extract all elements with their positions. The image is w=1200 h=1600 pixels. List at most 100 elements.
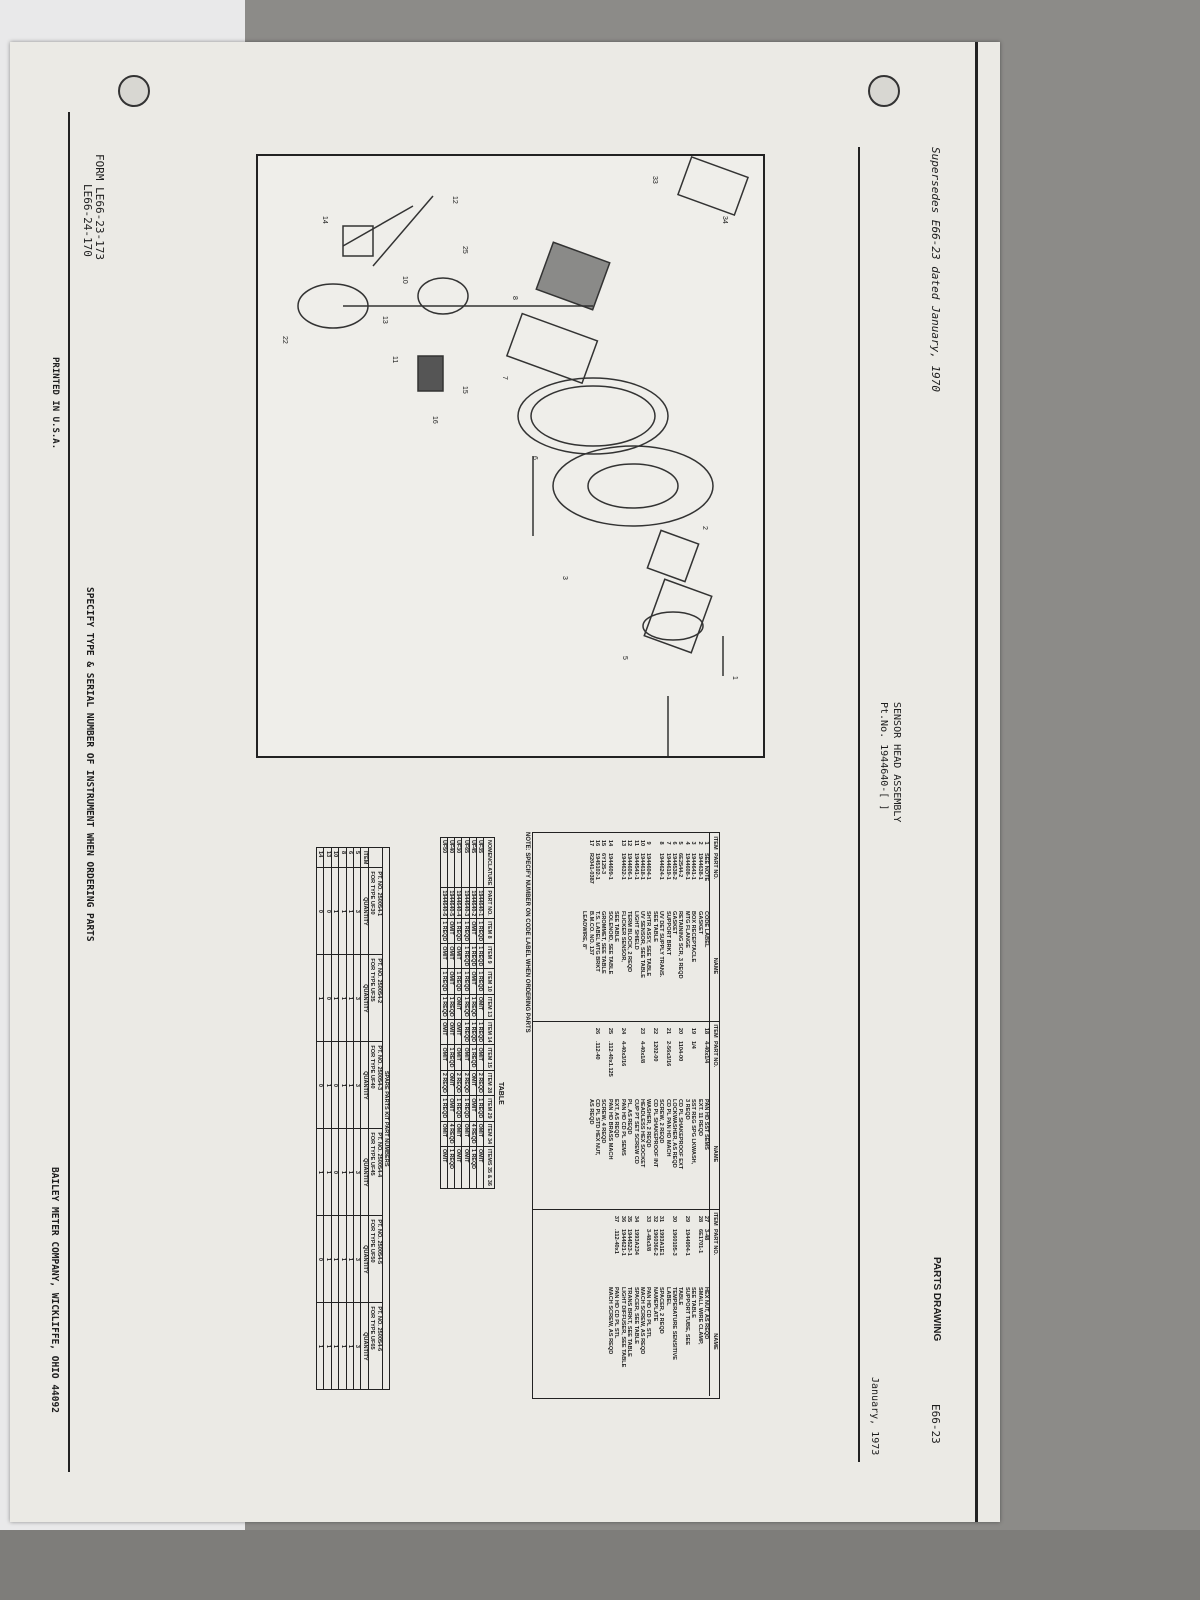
quantity-header: QUANTITY	[360, 867, 369, 955]
gasket	[646, 529, 700, 583]
kit-type: FOR TYPE UF35	[369, 958, 376, 1002]
item-number: 2	[696, 841, 703, 845]
part-number: 1945102-1	[594, 853, 601, 880]
printed-in: PRINTED IN U.S.A.	[50, 357, 60, 450]
option-cell: OMIT	[461, 1146, 470, 1189]
option-cell: OMIT	[454, 1146, 462, 1189]
item-number: 8	[658, 841, 665, 845]
item-number: 26	[594, 1027, 601, 1035]
kit-quantity: 1	[346, 954, 354, 1042]
option-cell: UF45	[469, 837, 477, 888]
quantity-header: QUANTITY	[360, 1215, 369, 1303]
kit-part-number: PT. NO. 250054-5	[375, 1219, 382, 1265]
quantity-header: QUANTITY	[360, 1302, 369, 1390]
kit-part-number: PT. NO. 250054-3	[375, 1045, 382, 1091]
col-item: ITEM	[712, 1212, 718, 1226]
option-cell: 1 REQD	[447, 1044, 455, 1071]
kit-quantity: 3	[353, 954, 361, 1042]
kit-quantity: 1	[346, 1215, 354, 1303]
part-name: PAN HD BRASS MACH SCREW, 4 REQD	[600, 1099, 613, 1160]
item-number: 17	[587, 839, 594, 847]
part-number: 6E1701-1	[696, 1229, 703, 1254]
part-number: SEE NOTE	[703, 853, 709, 882]
part-name: SPACER, 2 REQD	[658, 1287, 665, 1334]
option-cell: 1 REQD	[447, 994, 455, 1020]
part-name: BOX RECEPTACLE	[690, 911, 697, 963]
kit-type: FOR TYPE UF30	[369, 871, 376, 915]
svg-text:13: 13	[381, 316, 388, 324]
item-number: 30	[670, 1215, 677, 1223]
item-header: ITEM	[360, 847, 369, 868]
kit-quantity: 0	[331, 1128, 339, 1216]
part-name: CD PL SHAKEPROOF EXT LOCKWASHER, AS REQD	[670, 1099, 684, 1170]
svg-text:1: 1	[731, 676, 738, 680]
part-number: 1960105-3	[670, 1229, 677, 1256]
option-cell: OMIT	[447, 1019, 455, 1045]
doc-type: PARTS DRAWING	[931, 1257, 942, 1342]
part-number: 3-48	[703, 1229, 709, 1241]
part-number: 1202-00	[651, 1041, 658, 1062]
option-cell: OMIT	[447, 943, 455, 969]
kit-quantity: 1	[331, 867, 339, 955]
option-cell: 1 REQD	[476, 943, 484, 969]
part-number: 1944638-1	[696, 853, 703, 880]
part-number: 1944619-1	[664, 853, 671, 880]
item-number: 1	[703, 841, 709, 845]
option-cell: 1 REQD	[461, 1019, 470, 1045]
option-cell: OMIT	[469, 1070, 477, 1096]
part-name: SST REG SPG LKWASH, 3 REQD	[683, 1099, 697, 1165]
option-cell: 1 REQD	[461, 968, 470, 995]
spare-item: 6	[346, 847, 354, 868]
part-number: 1944604-1	[645, 853, 652, 880]
option-table-title: TABLE	[497, 1082, 504, 1105]
option-cell: OMIT	[454, 1121, 462, 1147]
part-number: R2041-0387	[587, 853, 594, 884]
option-cell: UF30	[454, 837, 462, 888]
option-cell: OMIT	[461, 1121, 470, 1147]
floor-background	[0, 1530, 1200, 1600]
item-number: 20	[677, 1027, 684, 1035]
option-cell: 2 REQD	[440, 1070, 448, 1096]
col-part: PART NO.	[712, 853, 718, 880]
kit-quantity: 1	[323, 1041, 332, 1129]
spare-item: 13	[323, 847, 332, 868]
kit-type: FOR TYPE UF45	[369, 1132, 376, 1176]
quantity-header: QUANTITY	[360, 1128, 369, 1216]
option-column-header: ITEM 15	[483, 1044, 495, 1071]
col-name: NAME	[712, 957, 718, 975]
parts-drawing-sheet: Supersedes E66-23 dated January, 1970 SE…	[10, 42, 1000, 1522]
col-item: ITEM	[712, 836, 718, 850]
option-cell: UF65	[461, 837, 470, 888]
col-name: NAME	[712, 1145, 718, 1163]
part-number: 2-56x3/16	[664, 1041, 671, 1067]
option-cell: 1 REQD	[461, 943, 470, 969]
kit-quantity: 1	[338, 1128, 347, 1216]
uv-sensor	[417, 277, 469, 315]
option-cell: OMIT	[440, 1121, 448, 1147]
spare-parts-title: SPARE PARTS KIT PART NUMBERS	[382, 847, 390, 1390]
option-cell: 1 REQD	[454, 1095, 462, 1122]
ordering-instruction: SPECIFY TYPE & SERIAL NUMBER OF INSTRUME…	[84, 587, 95, 942]
kit-part-number: PT. NO. 250054-4	[375, 1132, 382, 1178]
option-column-header: PART NO.	[483, 887, 495, 919]
